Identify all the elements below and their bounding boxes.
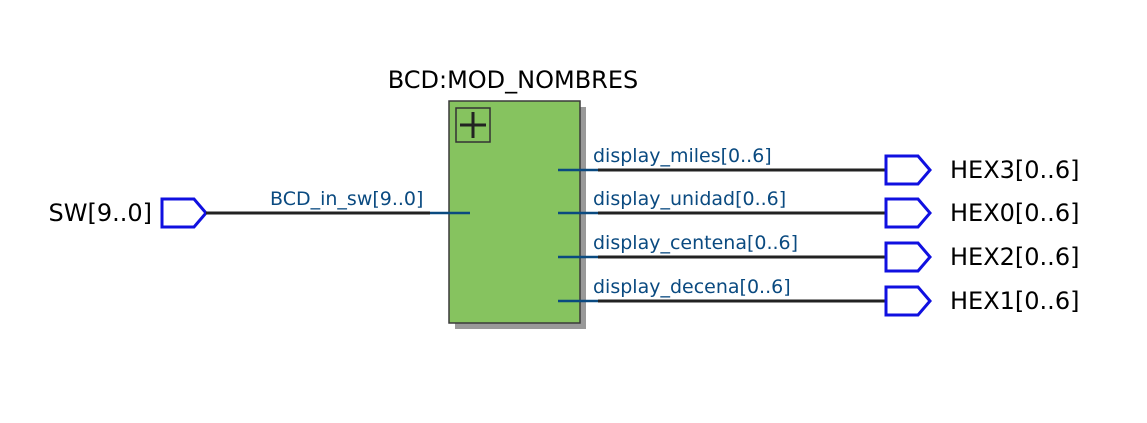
input-pin-icon (160, 197, 208, 229)
output-pin-icon[interactable] (884, 285, 932, 317)
output-pin-icon[interactable] (884, 197, 932, 229)
output-pin-label: HEX2[0..6] (950, 243, 1079, 271)
input-pin-label: SW[9..0] (49, 199, 153, 227)
output-port-label: display_decena[0..6] (593, 276, 791, 298)
output-row-miles: display_miles[0..6] HEX3[0..6] (558, 145, 1079, 186)
output-pin-label: HEX0[0..6] (950, 199, 1079, 227)
plus-icon[interactable] (455, 107, 491, 143)
output-port-label: display_centena[0..6] (593, 232, 798, 254)
output-pin-icon[interactable] (884, 241, 932, 273)
input-port-label: BCD_in_sw[9..0] (270, 188, 423, 210)
output-pin-label: HEX3[0..6] (950, 156, 1079, 184)
output-pin-label: HEX1[0..6] (950, 287, 1079, 315)
output-port-label: display_miles[0..6] (593, 145, 772, 167)
output-port-label: display_unidad[0..6] (593, 188, 786, 210)
output-row-unidad: display_unidad[0..6] HEX0[0..6] (558, 188, 1079, 229)
output-row-decena: display_decena[0..6] HEX1[0..6] (558, 276, 1079, 317)
module-block[interactable] (448, 100, 586, 329)
module-title: BCD:MOD_NOMBRES (388, 66, 639, 94)
output-row-centena: display_centena[0..6] HEX2[0..6] (558, 232, 1079, 273)
input-pin[interactable]: SW[9..0] (49, 197, 208, 229)
output-pin-icon[interactable] (884, 154, 932, 186)
